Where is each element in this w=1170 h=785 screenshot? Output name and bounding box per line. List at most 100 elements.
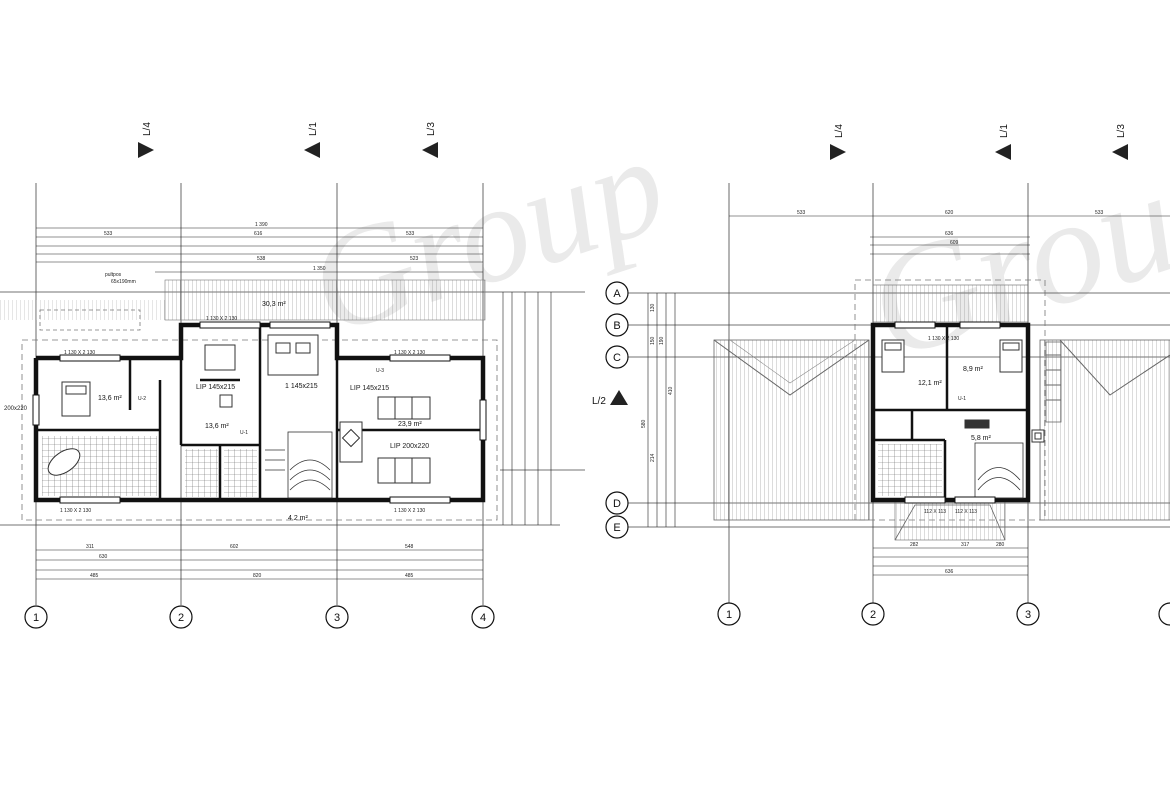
upper-bottom-dimension-texts: 282 317 280 636	[910, 542, 1005, 575]
annotation: 1 130 X 2 130	[928, 336, 959, 342]
dim-text: 616	[254, 231, 263, 237]
svg-text:1: 1	[726, 609, 732, 621]
top-dimension-chains	[36, 227, 483, 273]
section-arrow-icon	[830, 144, 846, 160]
upper-annotations: 1 130 X 2 130 112 X 113 112 X 113 U-1	[924, 336, 977, 515]
bathtub	[47, 448, 81, 476]
chimney	[1031, 429, 1045, 443]
room-area: 23,9 m²	[398, 421, 422, 428]
room-area: 4,2 m²	[288, 515, 309, 522]
axis-marker-1: 1	[717, 602, 741, 626]
roof-areas	[713, 279, 1170, 541]
room-area: 30,3 m²	[262, 301, 286, 308]
column-axis-markers: 1 2 3 4	[24, 605, 495, 629]
axis-marker-3: 3	[1016, 602, 1040, 626]
axis-marker-C: C	[605, 345, 629, 369]
furniture	[47, 334, 431, 484]
svg-text:3: 3	[334, 612, 340, 624]
bed-left	[881, 339, 905, 373]
heater	[964, 419, 990, 429]
svg-text:4: 4	[480, 612, 486, 624]
axis-marker-2: 2	[169, 605, 193, 629]
dim-text: 130	[650, 303, 656, 312]
bed-right	[999, 339, 1023, 373]
windows	[32, 321, 487, 504]
axis-marker-E: E	[605, 515, 629, 539]
annotation: 1 130 X 2 130	[64, 350, 95, 356]
section-arrow-icon	[422, 142, 438, 158]
annotation: pultpos	[105, 272, 122, 278]
room-area: 8,9 m²	[963, 366, 984, 373]
upper-room-labels: 12,1 m² 8,9 m² 5,8 m²	[918, 366, 992, 442]
annotation: 65x190mm	[111, 279, 136, 285]
annotation: U-1	[240, 430, 248, 436]
svg-text:3: 3	[1025, 609, 1031, 621]
dim-text: 1 350	[313, 266, 326, 272]
chimney	[219, 394, 233, 408]
annotation: 1 130 X 2 130	[60, 508, 91, 514]
ground-room-labels: 30,3 m² 13,6 m² 13,6 m² 1 145x215 23,9 m…	[98, 301, 422, 522]
dim-text: 533	[104, 231, 113, 237]
dim-text: 1 390	[255, 222, 268, 228]
svg-text:B: B	[613, 320, 620, 332]
axis-marker-4: 4	[471, 605, 495, 629]
annotation: 112 X 113	[955, 509, 977, 515]
dim-text: 311	[86, 544, 94, 550]
upper-exterior-walls	[870, 322, 1031, 503]
dim-text: 280	[996, 542, 1005, 548]
dim-text: 533	[406, 231, 415, 237]
upper-side-dimension-chains	[647, 293, 676, 527]
section-label: L/3	[426, 122, 437, 136]
dim-text: 523	[410, 256, 419, 262]
upper-bottom-dimension-chains	[873, 547, 1028, 576]
svg-text:A: A	[613, 288, 621, 300]
annotation: LIP 200x220	[390, 443, 429, 450]
upper-tiled-bathroom	[878, 444, 942, 496]
fireplace	[339, 421, 363, 463]
dim-text: 485	[90, 573, 99, 579]
dim-text: 485	[405, 573, 414, 579]
svg-text:2: 2	[870, 609, 876, 621]
dim-text: 636	[945, 569, 954, 575]
room-area: 13,6 m²	[205, 423, 229, 430]
annotation: 112 X 113	[924, 509, 946, 515]
dim-text: 282	[910, 542, 919, 548]
terrace-top	[164, 279, 486, 321]
svg-text:C: C	[613, 352, 621, 364]
right-dimension-chains	[502, 292, 552, 525]
top-dimension-texts: 1 390 533 616 533 1 350 538 523	[104, 222, 419, 272]
section-marker-l-4: L/4	[138, 122, 154, 158]
kitchen-block	[267, 334, 319, 376]
annotation: 200x220	[4, 406, 28, 412]
annotation: U-2	[138, 396, 146, 402]
axis-marker-1: 1	[24, 605, 48, 629]
axis-marker-D: D	[605, 491, 629, 515]
dim-text: 580	[641, 419, 647, 428]
dim-text: 190	[659, 336, 665, 345]
dim-text: 548	[405, 544, 414, 550]
upper-staircase	[974, 442, 1024, 499]
annotation: U-1	[958, 396, 966, 402]
dim-text: 630	[99, 554, 108, 560]
dim-text: 636	[945, 231, 954, 237]
room-area: 13,6 m²	[98, 395, 122, 402]
annotation: LIP 145x215	[350, 385, 389, 392]
upper-floor-plan: 533 620 533 636 609 282 317 280 636 58	[592, 183, 1170, 626]
dim-text: 609	[950, 240, 959, 246]
room-area: 12,1 m²	[918, 380, 942, 387]
staircase	[265, 431, 333, 499]
dim-text: 150	[650, 336, 656, 345]
dim-text: 410	[668, 386, 674, 395]
svg-text:D: D	[613, 498, 621, 510]
bed	[61, 381, 91, 417]
svg-text:E: E	[613, 522, 620, 534]
dim-text: 820	[253, 573, 262, 579]
upper-top-dimension-texts: 533 620 533 636 609	[797, 210, 1104, 246]
row-axis-markers: A B C D E	[605, 281, 629, 539]
room-area: 5,8 m²	[971, 435, 992, 442]
section-label: L/1	[308, 122, 319, 136]
annotation: 1 130 X 2 130	[206, 316, 237, 322]
room-area: 1 145x215	[285, 383, 318, 390]
